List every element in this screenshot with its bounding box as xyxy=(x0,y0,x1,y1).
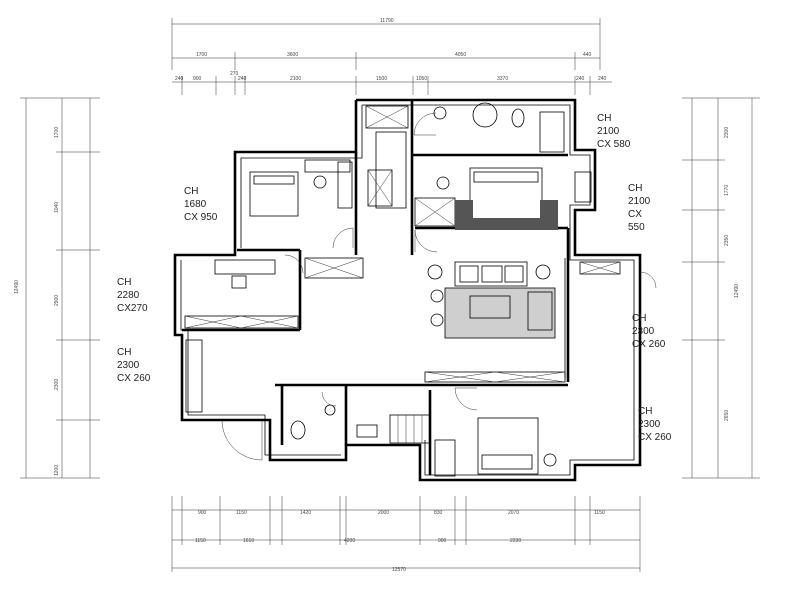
dim-left-5: 1200 xyxy=(54,465,60,476)
label-line: CX270 xyxy=(117,303,148,314)
dim-right-4: 2650 xyxy=(724,410,730,421)
dim-right-1: 2300 xyxy=(724,127,730,138)
dim-right-2: 1770 xyxy=(724,185,730,196)
label-line: CX 260 xyxy=(638,432,672,443)
room-label-nw: CH 1680 CX 950 xyxy=(184,185,217,224)
room-label-w2: CH 2300 CX 260 xyxy=(117,346,150,385)
dim-right-3: 2350 xyxy=(724,235,730,246)
dim-bottom-total: 12570 xyxy=(392,567,406,573)
top-dimension-lines: 11790 1700 3600 4050 440 240 900 270 240… xyxy=(171,18,612,95)
room-label-se: CH 2300 CX 260 xyxy=(638,405,671,444)
label-line: CH xyxy=(184,186,199,197)
dim-top-r2-4: 240 xyxy=(238,76,247,82)
dim-bottom-r2-4: 900 xyxy=(438,538,447,544)
dim-top-r2-2: 900 xyxy=(193,76,202,82)
door-swings xyxy=(221,112,657,461)
dim-bottom-5: 830 xyxy=(434,510,443,516)
dim-bottom-6: 2070 xyxy=(508,510,519,516)
label-line: CH xyxy=(597,113,612,124)
stairs xyxy=(389,414,431,444)
label-line: 2300 xyxy=(117,360,140,371)
label-line: CX 260 xyxy=(632,339,666,350)
dim-right-total: 12490 xyxy=(734,284,740,298)
dim-bottom-r2-3: 4200 xyxy=(344,538,355,544)
label-line: CH xyxy=(632,313,647,324)
label-line: 2300 xyxy=(638,419,661,430)
dim-top-1: 1700 xyxy=(196,52,207,58)
bottom-dimension-lines: 900 1150 1420 2000 830 2070 1150 1150 16… xyxy=(171,496,641,573)
dim-bottom-r2-1: 1150 xyxy=(195,538,206,544)
label-line: CX 260 xyxy=(117,373,151,384)
label-line: CH xyxy=(628,183,643,194)
label-line: CH xyxy=(117,277,132,288)
living-room-furniture xyxy=(427,261,556,339)
label-line: CX 580 xyxy=(597,139,631,150)
dim-bottom-4: 2000 xyxy=(378,510,389,516)
dim-top-3: 4050 xyxy=(455,52,466,58)
room-label-e: CH 2100 CX 550 xyxy=(628,182,650,234)
dim-top-r2-3: 270 xyxy=(230,71,239,77)
label-line: CX xyxy=(628,209,642,220)
dim-top-4: 440 xyxy=(583,52,592,58)
dim-top-2: 3600 xyxy=(287,52,298,58)
dim-top-r2-5: 2100 xyxy=(290,76,301,82)
dim-left-total: 12490 xyxy=(14,280,20,294)
label-line: 550 xyxy=(628,222,645,233)
dim-bottom-2: 1150 xyxy=(236,510,247,516)
right-dimension-lines: 2300 1770 2350 2650 12490 xyxy=(682,97,760,479)
dim-top-r2-8: 3370 xyxy=(497,76,508,82)
dim-left-3: 2900 xyxy=(54,295,60,306)
label-line: 2280 xyxy=(117,290,140,301)
dim-top-r2-7: 1050 xyxy=(416,76,427,82)
dim-left-4: 2300 xyxy=(54,379,60,390)
dim-bottom-7: 1150 xyxy=(594,510,605,516)
label-line: CX 950 xyxy=(184,212,218,223)
dim-bottom-r2-5: 2230 xyxy=(510,538,521,544)
dim-top-total: 11790 xyxy=(380,18,394,24)
label-line: 2100 xyxy=(597,126,620,137)
bathroom-fixtures xyxy=(290,102,565,467)
room-label-ne: CH 2100 CX 580 xyxy=(597,112,630,151)
dim-bottom-1: 900 xyxy=(198,510,207,516)
dim-left-2: 1040 xyxy=(54,202,60,213)
beds xyxy=(249,167,558,475)
label-line: 2100 xyxy=(628,196,651,207)
label-line: CH xyxy=(117,347,132,358)
exterior-walls xyxy=(173,98,642,482)
dim-top-r2-1: 240 xyxy=(175,76,184,82)
dim-top-r2-9: 240 xyxy=(576,76,585,82)
room-label-w1: CH 2280 CX270 xyxy=(117,276,148,315)
dim-bottom-r2-2: 1610 xyxy=(243,538,254,544)
left-dimension-lines: 12490 1700 1040 2900 2300 1200 xyxy=(14,97,100,479)
label-line: CH xyxy=(638,406,653,417)
dim-top-r2-6: 1500 xyxy=(376,76,387,82)
room-label-e2: CH 2300 CX 260 xyxy=(632,312,665,351)
dim-left-1: 1700 xyxy=(54,127,60,138)
dim-bottom-3: 1420 xyxy=(300,510,311,516)
label-line: 1680 xyxy=(184,199,207,210)
wardrobes xyxy=(184,105,621,413)
label-line: 2300 xyxy=(632,326,655,337)
desks xyxy=(214,159,592,477)
dim-top-r2-10: 240 xyxy=(598,76,607,82)
